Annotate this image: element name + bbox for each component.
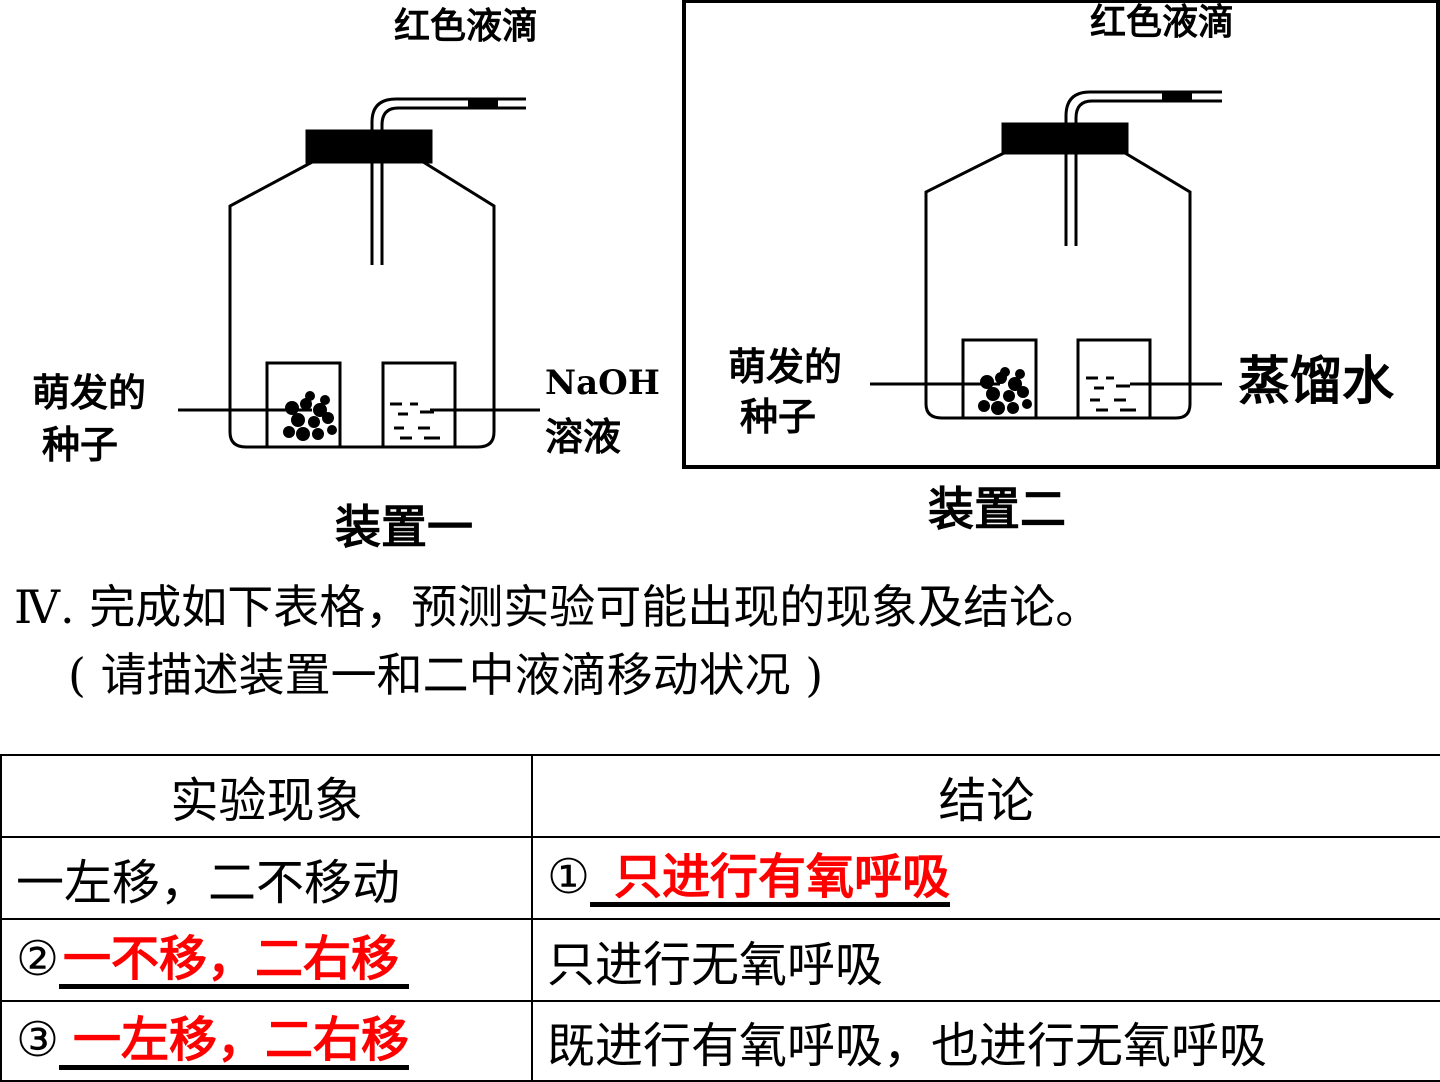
question-line2: ( 请描述装置一和二中液滴移动状况 ) bbox=[68, 648, 824, 702]
device2-droplet-label: 红色液滴 bbox=[1090, 1, 1235, 43]
apparatus-diagram bbox=[178, 0, 1440, 469]
row3-conclusion: 既进行有氧呼吸，也进行无氧呼吸 bbox=[531, 1000, 1440, 1082]
table-header-row: 实验现象 结论 bbox=[0, 754, 1440, 838]
device1-droplet bbox=[468, 99, 498, 108]
device2-water-label: 蒸馏水 bbox=[1238, 352, 1395, 412]
device1-seed-beaker bbox=[265, 361, 342, 449]
device1-bottle bbox=[228, 158, 496, 449]
device2-seed-label-line1: 萌发的 bbox=[728, 344, 843, 389]
row1-conclusion-answer: 只进行有氧呼吸 bbox=[590, 851, 951, 908]
device1-solution-label-line2: 溶液 bbox=[545, 414, 622, 459]
device1-seed-label-line2: 种子 bbox=[42, 422, 119, 467]
device1-solution-label-line1: NaOH bbox=[545, 363, 660, 403]
device1-tube bbox=[370, 97, 526, 265]
device1-naoh-beaker bbox=[381, 361, 457, 449]
table-row: ②一不移，二右移 只进行无氧呼吸 bbox=[0, 918, 1440, 1002]
row1-conclusion-marker: ① bbox=[547, 848, 591, 905]
device1-seeds bbox=[283, 391, 337, 441]
question-line1: Ⅳ. 完成如下表格，预测实验可能出现的现象及结论。 bbox=[14, 580, 1102, 634]
device2-seeds bbox=[978, 367, 1032, 415]
device1-apparatus bbox=[178, 97, 540, 449]
row2-phenomenon-marker: ② bbox=[16, 930, 60, 987]
device1-caption: 装置一 bbox=[335, 500, 473, 554]
device2-droplet bbox=[1162, 92, 1192, 101]
header-conclusion: 结论 bbox=[531, 754, 1440, 838]
device2-water-beaker bbox=[1076, 338, 1152, 420]
device2-seed-label-line2: 种子 bbox=[740, 394, 817, 439]
device1-seed-label-line1: 萌发的 bbox=[32, 370, 147, 415]
device1-stopper bbox=[305, 129, 433, 164]
device1-naoh-liquid bbox=[390, 402, 440, 440]
device1-droplet-label: 红色液滴 bbox=[394, 5, 539, 47]
header-phenomenon: 实验现象 bbox=[0, 754, 533, 838]
device2-water-liquid bbox=[1086, 376, 1136, 412]
row3-phenomenon-marker: ③ bbox=[16, 1011, 60, 1068]
device2-tube bbox=[1064, 90, 1222, 246]
device2-apparatus bbox=[870, 90, 1222, 420]
device2-bottle bbox=[924, 148, 1192, 420]
row1-phenomenon: 一左移，二不移动 bbox=[0, 836, 533, 920]
row2-phenomenon-answer: 一不移，二右移 bbox=[59, 933, 410, 990]
device2-caption: 装置二 bbox=[928, 482, 1066, 536]
device2-frame bbox=[682, 0, 1440, 469]
row3-phenomenon-answer: 一左移，二右移 bbox=[59, 1014, 410, 1071]
device2-seed-beaker bbox=[961, 338, 1038, 420]
row2-conclusion: 只进行无氧呼吸 bbox=[531, 918, 1440, 1002]
row2-phenomenon: ②一不移，二右移 bbox=[0, 918, 533, 1002]
